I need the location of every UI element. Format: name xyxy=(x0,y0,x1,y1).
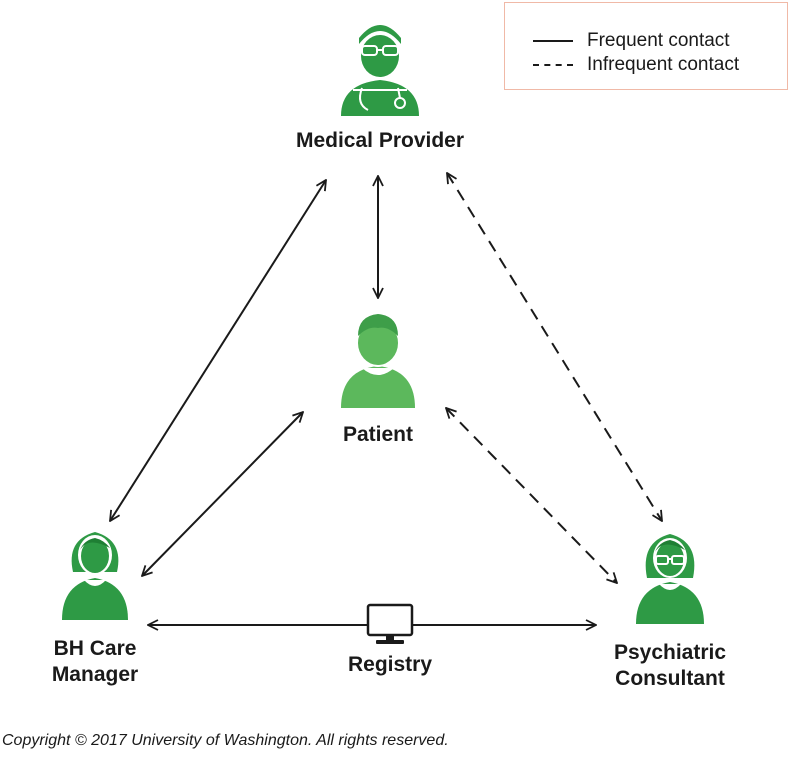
arrow-patient-care-manager xyxy=(142,412,303,576)
legend: Frequent contact Infrequent contact xyxy=(504,2,788,90)
psychiatric-consultant-label-line2: Consultant xyxy=(615,667,725,690)
dashed-line-swatch xyxy=(533,64,573,66)
psychiatric-consultant-label-line1: Psychiatric xyxy=(613,641,727,664)
legend-frequent-label: Frequent contact xyxy=(587,30,730,51)
legend-frequent: Frequent contact xyxy=(533,29,730,53)
patient-label: Patient xyxy=(342,423,413,446)
copyright-notice: Copyright © 2017 University of Washingto… xyxy=(2,732,449,749)
psychiatric-consultant-label: Psychiatric Consultant xyxy=(595,640,745,692)
dashed-arrow-provider-consultant xyxy=(447,173,662,521)
dashed-arrow-patient-consultant xyxy=(446,408,617,583)
legend-infrequent: Infrequent contact xyxy=(533,53,739,77)
legend-infrequent-label: Infrequent contact xyxy=(587,54,740,75)
doctor-icon xyxy=(341,25,419,116)
solid-line-swatch xyxy=(533,40,573,42)
bh-care-manager-label: BH Care Manager xyxy=(30,636,160,688)
medical-provider-label: Medical Provider xyxy=(295,129,465,152)
arrow-provider-care-manager xyxy=(110,180,326,521)
care-manager-icon xyxy=(62,532,128,620)
consultant-icon xyxy=(636,534,704,624)
bh-care-manager-label-line2: Manager xyxy=(51,663,139,686)
bh-care-manager-label-line1: BH Care xyxy=(53,637,137,660)
registry-label: Registry xyxy=(347,653,433,676)
computer-monitor-icon xyxy=(366,603,414,644)
patient-icon xyxy=(341,314,415,408)
